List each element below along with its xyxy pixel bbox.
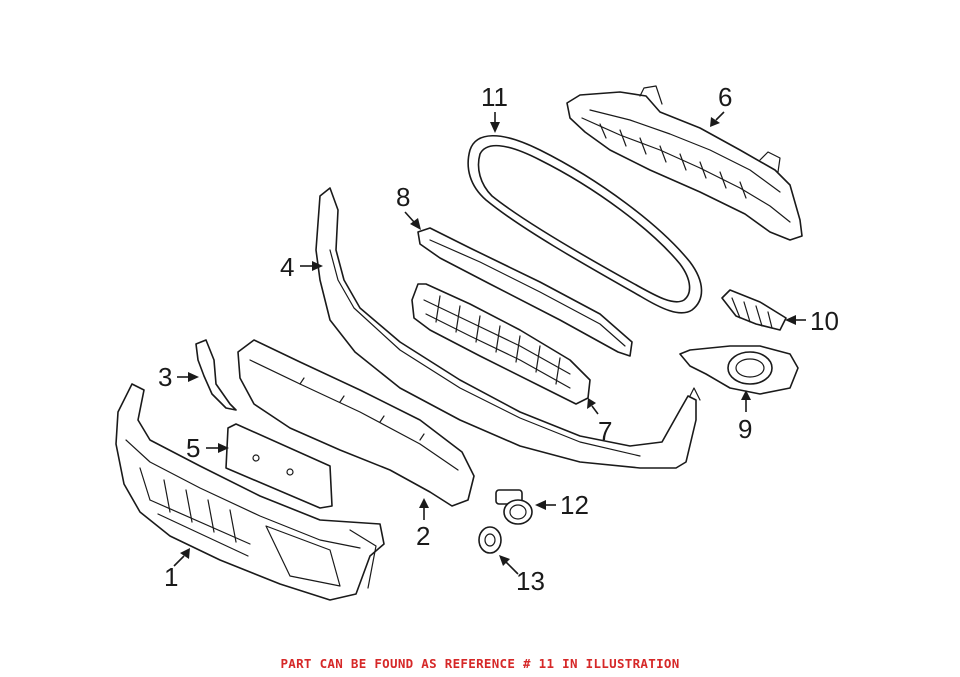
callout-leaders xyxy=(173,111,806,575)
part-11-grille-frame[interactable] xyxy=(467,134,703,314)
part-12-sensor[interactable] xyxy=(495,489,533,525)
callout-2: 2 xyxy=(416,521,430,551)
part-13-grommet[interactable] xyxy=(478,526,502,554)
part-7-lower-grille[interactable] xyxy=(411,283,591,405)
part-4-absorber[interactable] xyxy=(315,187,701,469)
reference-note: PART CAN BE FOUND AS REFERENCE # 11 IN I… xyxy=(280,656,680,671)
callout-4: 4 xyxy=(280,252,294,282)
part-9-fog-bezel[interactable] xyxy=(679,345,799,395)
part-8-upper-trim[interactable] xyxy=(417,227,633,357)
callout-8: 8 xyxy=(396,182,410,212)
callout-13: 13 xyxy=(516,566,545,596)
part-1-bumper-cover[interactable] xyxy=(115,383,385,601)
part-10-insert[interactable] xyxy=(721,289,787,331)
callout-7: 7 xyxy=(598,416,612,446)
part-2-lower-spoiler[interactable] xyxy=(237,339,475,507)
part-5-plate-bracket[interactable] xyxy=(225,423,333,509)
part-6-grille-carrier[interactable] xyxy=(566,85,803,241)
callout-6: 6 xyxy=(718,82,732,112)
callout-1: 1 xyxy=(164,562,178,592)
callout-11: 11 xyxy=(481,82,508,112)
callout-numbers: 1 2 3 4 5 6 7 8 9 10 11 12 13 xyxy=(158,82,839,596)
callout-3: 3 xyxy=(158,362,172,392)
callout-9: 9 xyxy=(738,414,752,444)
callout-5: 5 xyxy=(186,433,200,463)
callout-10: 10 xyxy=(810,306,839,336)
part-3-bracket[interactable] xyxy=(195,339,237,411)
callout-12: 12 xyxy=(560,490,589,520)
